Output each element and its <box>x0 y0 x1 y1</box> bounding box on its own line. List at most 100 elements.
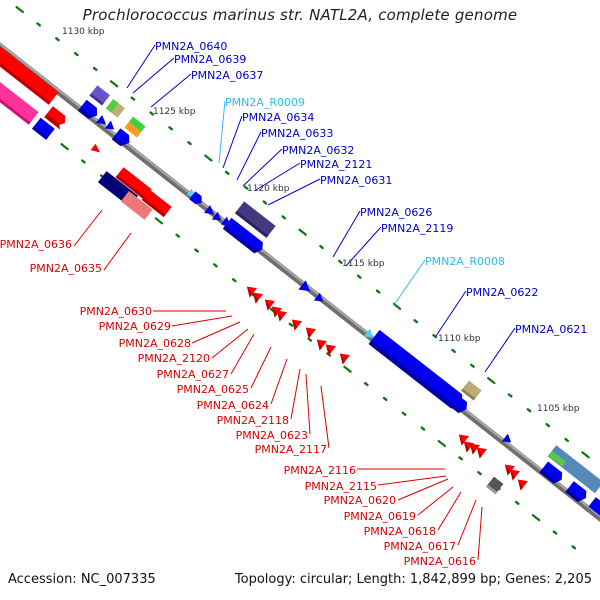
callout-line <box>345 226 382 267</box>
gene-label[interactable]: PMN2A_0617 <box>384 540 456 553</box>
gene-arrow[interactable] <box>222 217 266 256</box>
gene-label[interactable]: PMN2A_0635 <box>30 262 102 275</box>
callout-line <box>103 232 132 271</box>
gene-label[interactable]: PMN2A_0637 <box>191 69 263 82</box>
gene-label[interactable]: PMN2A_2119 <box>381 222 453 235</box>
gene-label[interactable]: PMN2A_0634 <box>242 111 314 124</box>
gene-label[interactable]: PMN2A_0620 <box>324 494 396 507</box>
callout-line <box>484 327 516 373</box>
gene-arrow[interactable] <box>211 211 224 225</box>
gene-label[interactable]: PMN2A_0639 <box>174 53 246 66</box>
gene-callouts: PMN2A_0640PMN2A_0639PMN2A_0637PMN2A_R000… <box>0 40 587 568</box>
gene-arrow[interactable] <box>288 316 303 331</box>
gene-arrow[interactable] <box>450 395 471 416</box>
gene-block[interactable] <box>124 116 146 138</box>
gene-label[interactable]: PMN2A_0621 <box>515 323 587 336</box>
gene-label[interactable]: PMN2A_0626 <box>360 206 432 219</box>
major-tick <box>437 439 447 448</box>
gene-label[interactable]: PMN2A_R0009 <box>225 96 305 109</box>
gene-label[interactable]: PMN2A_0627 <box>157 368 229 381</box>
minor-tick <box>526 408 532 413</box>
gene-label[interactable]: PMN2A_2118 <box>217 414 289 427</box>
gene-arrow[interactable] <box>501 461 516 476</box>
gene-arrow[interactable] <box>506 466 521 481</box>
gene-arrow[interactable] <box>501 433 514 447</box>
gene-arrow[interactable] <box>95 114 109 128</box>
gene-arrow[interactable] <box>514 476 529 491</box>
gene-arrow[interactable] <box>243 283 258 298</box>
gene-arrow[interactable] <box>336 350 351 365</box>
gene-label[interactable]: PMN2A_2120 <box>138 352 210 365</box>
gene-label[interactable]: PMN2A_0619 <box>344 510 416 523</box>
gene-arrow[interactable] <box>104 120 117 134</box>
gene-arrow[interactable] <box>302 324 317 339</box>
gene-label[interactable]: PMN2A_0631 <box>320 174 392 187</box>
gene-arrow[interactable] <box>565 481 589 504</box>
gene-label[interactable]: PMN2A_0623 <box>236 429 308 442</box>
gene-arrow[interactable] <box>249 289 264 304</box>
major-tick <box>531 514 541 522</box>
gene-arrow[interactable] <box>473 444 488 459</box>
gene-block[interactable] <box>485 476 504 495</box>
gene-label[interactable]: PMN2A_2115 <box>305 480 377 493</box>
gene-label[interactable]: PMN2A_0632 <box>282 144 354 157</box>
gene-arrow[interactable] <box>466 440 481 455</box>
genome-summary: Topology: circular; Length: 1,842,899 bp… <box>234 572 592 587</box>
callout-line <box>171 315 233 327</box>
gene-arrow[interactable] <box>90 143 103 156</box>
gene-label[interactable]: PMN2A_0633 <box>261 127 333 140</box>
gene-label[interactable]: PMN2A_2121 <box>300 158 372 171</box>
gene-label[interactable]: PMN2A_0628 <box>119 337 191 350</box>
gene-label[interactable]: PMN2A_0629 <box>99 320 171 333</box>
minor-tick <box>307 337 313 342</box>
gene-arrow[interactable] <box>455 431 470 446</box>
gene-arrow[interactable] <box>273 307 288 322</box>
gene-arrow[interactable] <box>44 106 68 130</box>
gene-arrow[interactable] <box>322 341 337 356</box>
gene-label[interactable]: PMN2A_0622 <box>466 286 538 299</box>
rna-feature[interactable] <box>363 328 376 342</box>
gene-label[interactable]: PMN2A_2116 <box>284 464 356 477</box>
gene-block[interactable] <box>547 445 600 494</box>
gene-label[interactable]: PMN2A_0618 <box>364 525 436 538</box>
gene-block[interactable] <box>234 201 276 238</box>
minor-tick <box>413 319 419 324</box>
gene-arrow[interactable] <box>261 296 276 311</box>
gene-label[interactable]: PMN2A_0636 <box>0 238 72 251</box>
gene-arrow[interactable] <box>189 191 205 206</box>
major-tick <box>60 143 69 151</box>
gene-block[interactable] <box>120 191 153 220</box>
gene-label[interactable]: PMN2A_0616 <box>404 555 476 568</box>
gene-label[interactable]: PMN2A_0640 <box>155 40 227 53</box>
gene-block[interactable] <box>31 117 55 140</box>
callout-line <box>236 131 262 181</box>
gene-block[interactable] <box>0 69 39 125</box>
gene-arrow[interactable] <box>588 497 600 519</box>
gene-label[interactable]: PMN2A_2117 <box>255 443 327 456</box>
gene-arrow[interactable] <box>203 204 217 218</box>
gene-block[interactable] <box>461 380 482 401</box>
gene-arrow[interactable] <box>77 99 101 122</box>
gene-arrow[interactable] <box>368 329 467 412</box>
gene-arrow[interactable] <box>313 336 328 351</box>
gene-block[interactable] <box>89 85 110 106</box>
minor-tick <box>363 381 369 387</box>
gene-arrow[interactable] <box>111 128 133 149</box>
gene-block[interactable] <box>105 98 125 118</box>
gene-block[interactable] <box>141 189 172 218</box>
gene-arrow[interactable] <box>268 303 283 318</box>
gene-label[interactable]: PMN2A_0630 <box>80 305 152 318</box>
minor-tick <box>231 278 237 283</box>
gene-arrow[interactable] <box>313 292 326 306</box>
gene-arrow[interactable] <box>539 461 565 486</box>
gene-block[interactable] <box>0 42 59 105</box>
gene-block[interactable] <box>115 167 152 200</box>
minor-tick <box>470 363 475 368</box>
minor-tick <box>194 248 199 253</box>
gene-label[interactable]: PMN2A_R0008 <box>425 255 505 268</box>
gene-label[interactable]: PMN2A_0624 <box>197 399 269 412</box>
minor-tick <box>507 393 513 398</box>
gene-label[interactable]: PMN2A_0625 <box>177 383 249 396</box>
gene-arrow[interactable] <box>298 280 313 296</box>
major-tick <box>487 377 496 385</box>
